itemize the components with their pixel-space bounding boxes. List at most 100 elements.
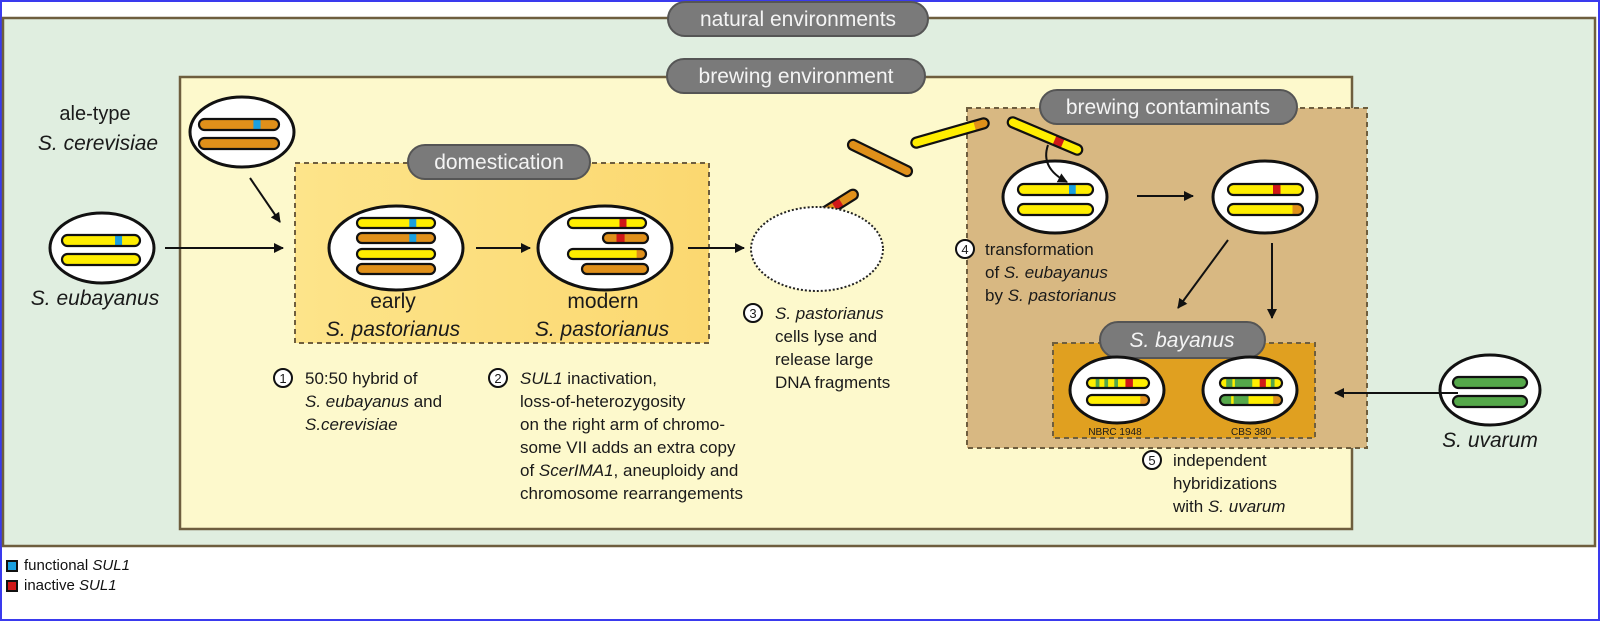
step-text-line: independent (1173, 451, 1267, 470)
s-eubayanus-recipient-cell (1001, 159, 1109, 235)
chromosome (1085, 376, 1151, 390)
svg-text:5: 5 (1148, 453, 1155, 468)
step-number-badge: 3 (743, 303, 763, 323)
arrow-fragment-insertion (1045, 144, 1068, 183)
s-cerevisiae-cell (188, 95, 296, 169)
s-eubayanus-cell (48, 211, 156, 285)
svg-text:4: 4 (961, 242, 968, 257)
step-text-line: hybridizations (1173, 474, 1277, 493)
modern-label: modern (567, 290, 638, 313)
chromosome (355, 231, 437, 245)
step-text-line: cells lyse and (775, 327, 877, 346)
domestication-pill: domestication (407, 144, 591, 180)
chromosome (566, 247, 648, 261)
chromosome (1218, 376, 1284, 390)
cbs-380-label: CBS 380 (1231, 427, 1271, 438)
chromosome (846, 138, 914, 178)
step-text-line: DNA fragments (775, 373, 890, 392)
nbrc-1948-cell (1068, 355, 1166, 425)
chromosome (580, 262, 650, 276)
svg-text:natural environments: natural environments (700, 8, 896, 31)
modern-s-pastorianus-label: S. pastorianus (535, 318, 670, 341)
step-number-badge: 2 (488, 368, 508, 388)
step-3: 3 S. pastorianus cells lyse and release lar… (743, 303, 890, 392)
chromosome (910, 117, 990, 149)
svg-text:2: 2 (494, 371, 501, 386)
chromosome (1218, 393, 1284, 407)
step-text-line: by S. pastorianus (985, 286, 1117, 305)
svg-text:3: 3 (749, 306, 756, 321)
chromosome (1226, 182, 1305, 197)
step-2: 2 SUL1 inactivation, loss-of-heterozygosit… (488, 368, 743, 503)
step-1: 1 50:50 hybrid of S. eubayanus andS.cerevi… (273, 368, 442, 434)
step-text-line: transformation (985, 240, 1094, 259)
step-text-line: S.cerevisiae (305, 415, 398, 434)
chromosome (566, 216, 648, 230)
step-5: 5 independent hybridizations with S. uvarum (1142, 450, 1285, 516)
svg-text:domestication: domestication (434, 151, 564, 174)
legend-label: inactive SUL1 (24, 577, 117, 594)
legend-item-functional: functional SUL1 (6, 556, 130, 576)
functional-sul1-swatch (6, 560, 18, 572)
chromosome (1016, 182, 1095, 197)
chromosome (1451, 375, 1529, 390)
step-text-line: with S. uvarum (1172, 497, 1285, 516)
early-s-pastorianus-cell (327, 204, 465, 292)
chromosome (355, 247, 437, 261)
chromosome (1016, 202, 1095, 217)
chromosome (355, 216, 437, 230)
dna-fragment (910, 117, 990, 149)
step-text-line: SUL1 inactivation, (520, 369, 657, 388)
chromosome (1006, 115, 1084, 157)
s-uvarum-cell (1438, 353, 1542, 427)
step-text-line: of ScerIMA1, aneuploidy and (520, 461, 738, 480)
step-text-line: of S. eubayanus (985, 263, 1108, 282)
svg-text:brewing contaminants: brewing contaminants (1066, 96, 1270, 119)
step-text-line: S. eubayanus and (305, 392, 442, 411)
svg-text:S. bayanus: S. bayanus (1129, 329, 1235, 352)
legend: functional SUL1 inactive SUL1 (6, 556, 130, 596)
s-eubayanus-label: S. eubayanus (31, 287, 160, 310)
s-bayanus-pill: S. bayanus (1099, 321, 1266, 359)
svg-text:1: 1 (279, 371, 286, 386)
s-uvarum-label: S. uvarum (1442, 429, 1538, 452)
step-text-line: on the right arm of chromo- (520, 415, 725, 434)
brewing-environment-pill: brewing environment (666, 58, 926, 94)
legend-label: functional SUL1 (24, 557, 130, 574)
dna-fragment-sul1 (1006, 115, 1084, 157)
chromosome (197, 117, 281, 132)
transformed-s-eubayanus-cell (1211, 159, 1319, 235)
step-text-line: loss-of-heterozygosity (520, 392, 686, 411)
step-4: 4 transformation of S. eubayanus by S. past… (955, 239, 1117, 305)
arrow-to-nbrc (1177, 239, 1229, 309)
step-number-badge: 1 (273, 368, 293, 388)
step-number-badge: 4 (955, 239, 975, 259)
cbs-380-cell (1201, 355, 1299, 425)
s-cerevisiae-label: S. cerevisiae (38, 132, 158, 155)
step-text-line: release large (775, 350, 873, 369)
nbrc-1948-label: NBRC 1948 (1088, 427, 1142, 438)
step-text-line: 50:50 hybrid of (305, 369, 418, 388)
chromosome (60, 233, 142, 248)
legend-item-inactive: inactive SUL1 (6, 576, 130, 596)
svg-text:brewing environment: brewing environment (699, 65, 894, 88)
arrow-cerevisiae-to-hybrid (249, 177, 281, 223)
chromosome (601, 231, 650, 245)
chromosome (1226, 202, 1305, 217)
early-label: early (370, 290, 416, 313)
inactive-sul1-swatch (6, 580, 18, 592)
chromosome (1085, 393, 1151, 407)
step-text-line: chromosome rearrangements (520, 484, 743, 503)
step-text-line: S. pastorianus (775, 304, 884, 323)
chromosome (197, 136, 281, 151)
dna-fragment (846, 138, 914, 178)
chromosome (60, 252, 142, 267)
ale-type-label: ale-type (59, 103, 130, 125)
modern-s-pastorianus-cell (536, 204, 674, 292)
step-number-badge: 5 (1142, 450, 1162, 470)
early-s-pastorianus-label: S. pastorianus (326, 318, 461, 341)
step-text-line: some VII adds an extra copy (520, 438, 736, 457)
chromosome (1451, 394, 1529, 409)
chromosome (355, 262, 437, 276)
